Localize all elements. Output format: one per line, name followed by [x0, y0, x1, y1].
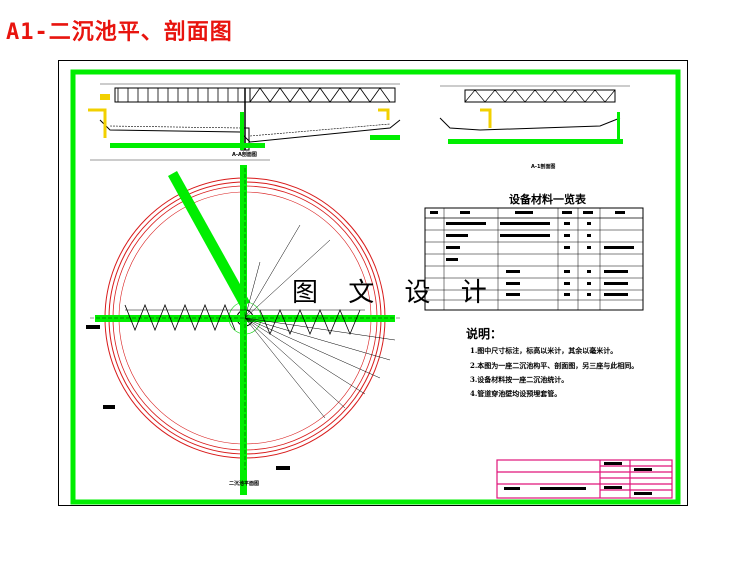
note-item: 4.管道穿池壁均设预埋套管。	[470, 389, 562, 398]
watermark: 图 文 设 计	[292, 278, 498, 308]
section-b-drawing	[439, 85, 630, 144]
title-block	[496, 459, 673, 499]
notes-heading: 说明：	[466, 327, 503, 341]
section-a-label: A-A剖面图	[232, 152, 257, 158]
plan-label: 二沉池平面图	[229, 481, 260, 487]
note-item: 3.设备材料按一座二沉池统计。	[470, 375, 569, 384]
page-title: A1-二沉池平、剖面图	[6, 20, 233, 45]
note-item: 1.图中尺寸标注，标高以米计，其余以毫米计。	[470, 346, 618, 355]
inner-frame	[70, 69, 681, 505]
plan-drawing	[86, 165, 400, 495]
equipment-table	[424, 207, 644, 311]
equipment-table-title: 设备材料一览表	[509, 193, 586, 206]
section-b-label: A-1剖面图	[531, 164, 556, 170]
section-a-drawing	[88, 83, 401, 161]
note-item: 2.本图为一座二沉池构平、剖面图，另三座与此相同。	[470, 361, 639, 370]
